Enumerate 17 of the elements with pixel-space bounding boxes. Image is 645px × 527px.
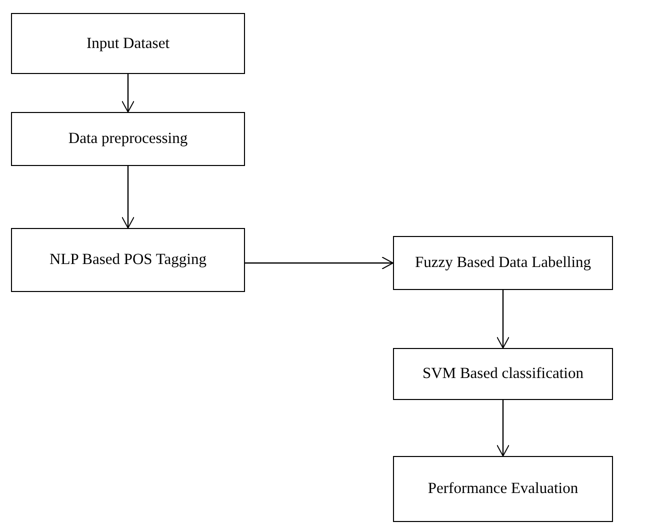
arrow [122,74,134,112]
arrow [245,256,394,270]
box-label: Data preprocessing [68,130,188,148]
process-box [393,456,613,522]
arrow [496,290,510,348]
box-label: Fuzzy Based Data Labelling [414,254,592,272]
box-label: SVM Based classification [422,365,584,383]
box-label: Performance Evaluation [428,480,578,498]
process-box [11,112,245,166]
process-box [11,228,245,292]
process-box [393,348,613,400]
arrow [122,166,134,228]
process-box [393,236,613,290]
box-label: NLP Based POS Tagging [50,251,206,269]
arrow [496,400,510,456]
process-box [11,13,245,74]
box-label: Input Dataset [86,34,170,52]
